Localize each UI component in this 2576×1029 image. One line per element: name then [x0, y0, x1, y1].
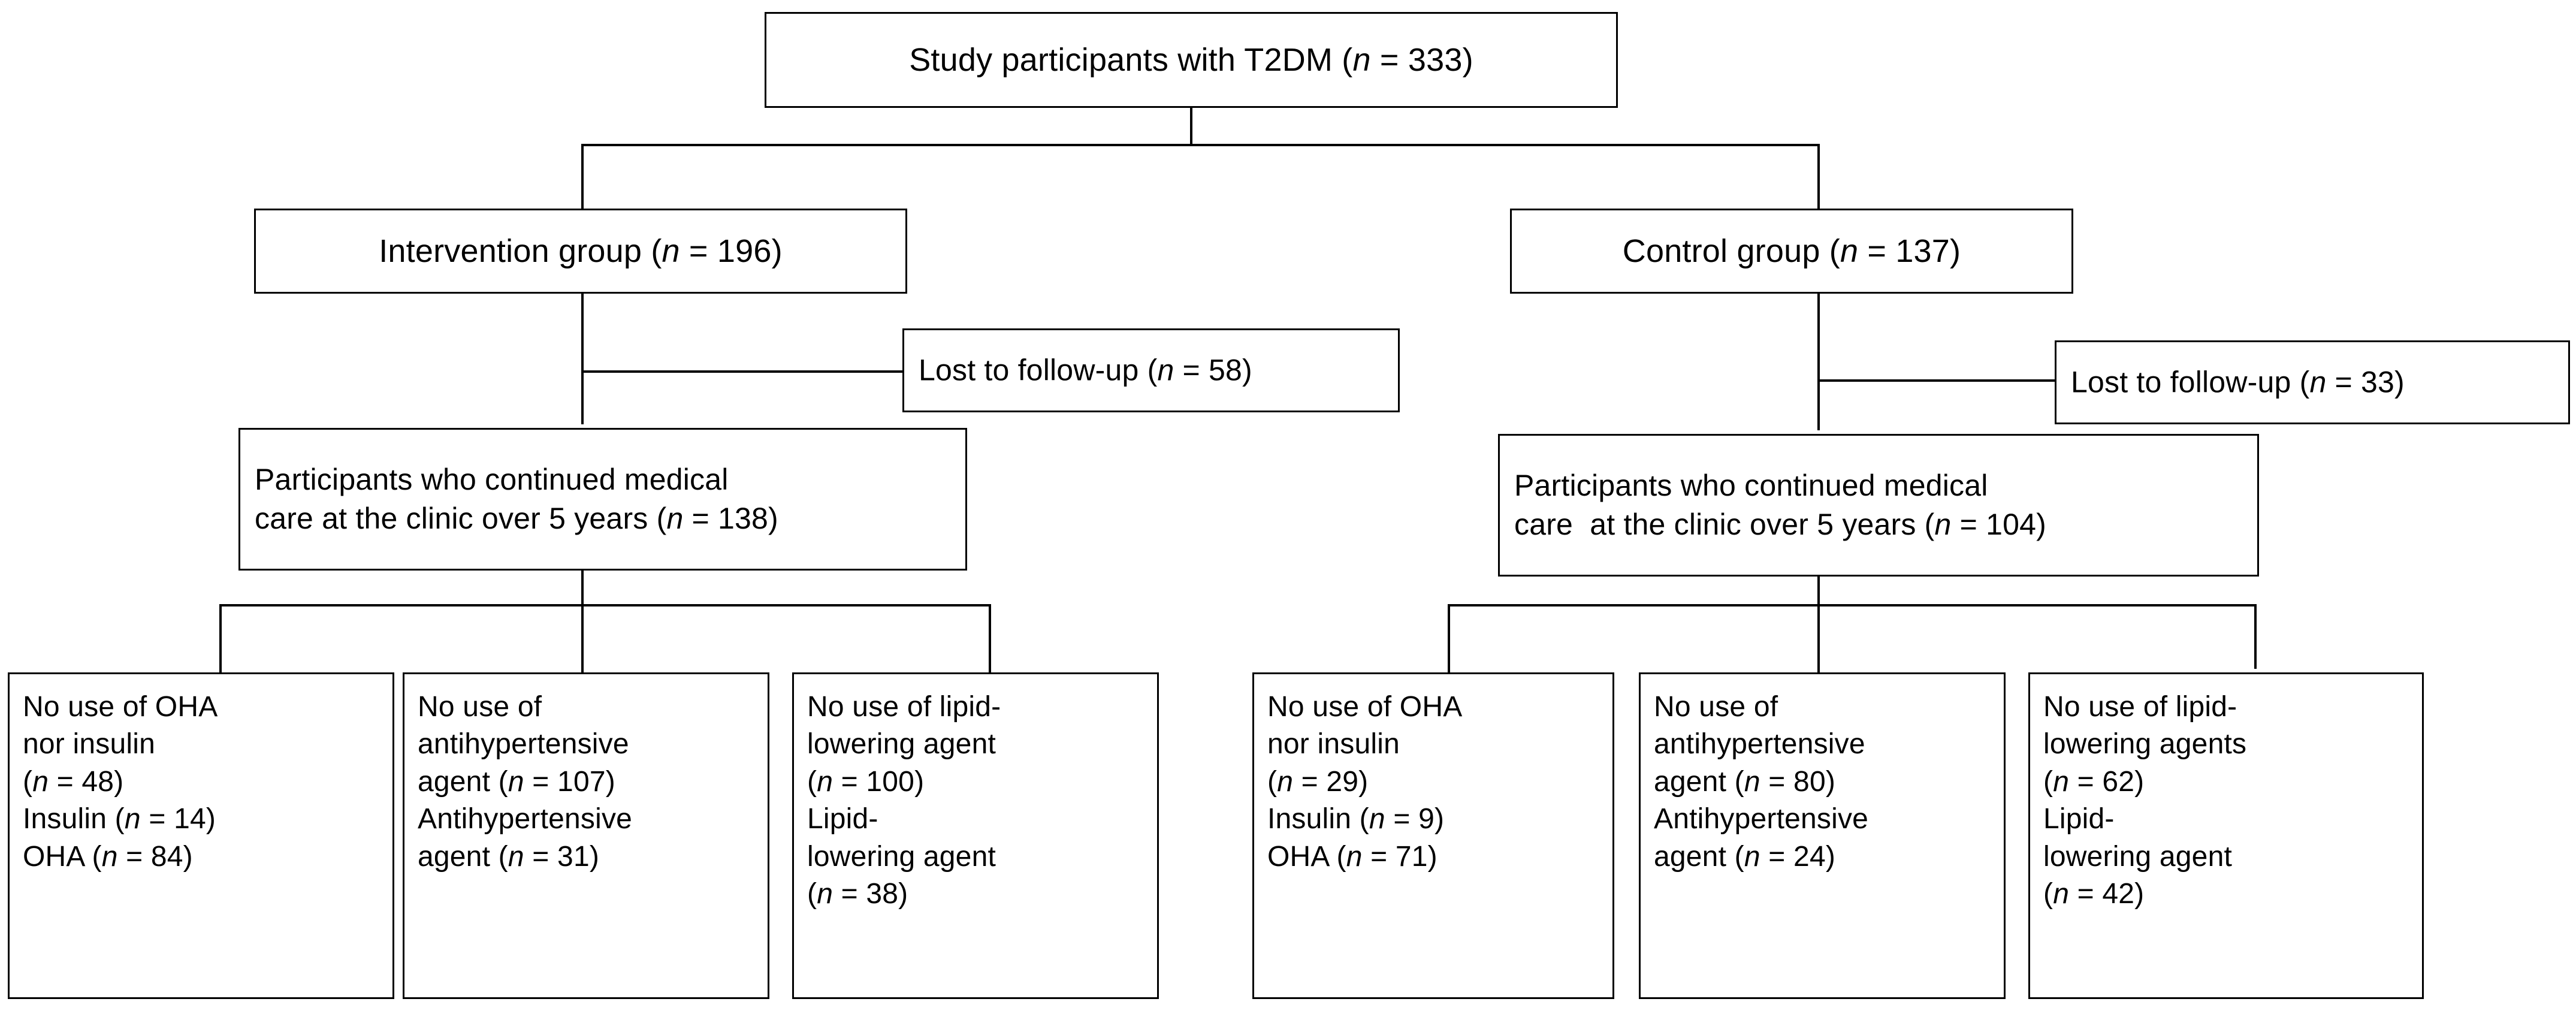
- node-outcome-intervention-lipid-label: No use of lipid-lowering agent(n = 100)L…: [807, 691, 1001, 910]
- connector-top-split-bar: [582, 144, 1820, 146]
- connector-intervention-branch-3: [989, 604, 991, 674]
- node-study-participants[interactable]: Study participants with T2DM (n = 333): [765, 12, 1618, 108]
- connector-control-split-bar: [1449, 604, 2257, 606]
- connector-control-branch-1: [1448, 604, 1450, 674]
- connector-intervention-continued-stem: [581, 569, 584, 606]
- connector-root-stem: [1190, 107, 1192, 146]
- connector-control-continued-stem: [1817, 577, 1820, 605]
- node-outcome-intervention-lipid[interactable]: No use of lipid-lowering agent(n = 100)L…: [792, 672, 1159, 999]
- node-lost-followup-control[interactable]: Lost to follow-up (n = 33): [2055, 340, 2570, 424]
- connector-intervention-lost-arm: [581, 370, 929, 373]
- connector-control-stem: [1817, 292, 1820, 430]
- connector-control-branch-2: [1817, 604, 1820, 674]
- connector-intervention-branch-1: [219, 604, 222, 674]
- node-lost-followup-control-label: Lost to follow-up (n = 33): [2071, 365, 2405, 399]
- node-intervention-group[interactable]: Intervention group (n = 196): [254, 209, 907, 294]
- node-control-group-label: Control group (n = 137): [1622, 233, 1961, 269]
- node-intervention-group-label: Intervention group (n = 196): [379, 233, 783, 269]
- node-lost-followup-intervention[interactable]: Lost to follow-up (n = 58): [902, 328, 1400, 412]
- node-study-participants-label: Study participants with T2DM (n = 333): [909, 41, 1473, 78]
- node-lost-followup-intervention-label: Lost to follow-up (n = 58): [919, 353, 1252, 387]
- node-outcome-control-lipid-label: No use of lipid-lowering agents(n = 62)L…: [2043, 691, 2247, 910]
- connector-to-intervention: [581, 144, 584, 209]
- connector-control-branch-3: [2254, 604, 2257, 669]
- connector-to-control: [1817, 144, 1820, 209]
- node-control-group[interactable]: Control group (n = 137): [1510, 209, 2073, 294]
- connector-control-lost-arm: [1817, 379, 2057, 382]
- connector-intervention-split-bar: [221, 604, 991, 606]
- node-outcome-control-lipid[interactable]: No use of lipid-lowering agents(n = 62)L…: [2028, 672, 2424, 999]
- connector-intervention-branch-2: [581, 604, 584, 674]
- connector-intervention-stem: [581, 292, 584, 424]
